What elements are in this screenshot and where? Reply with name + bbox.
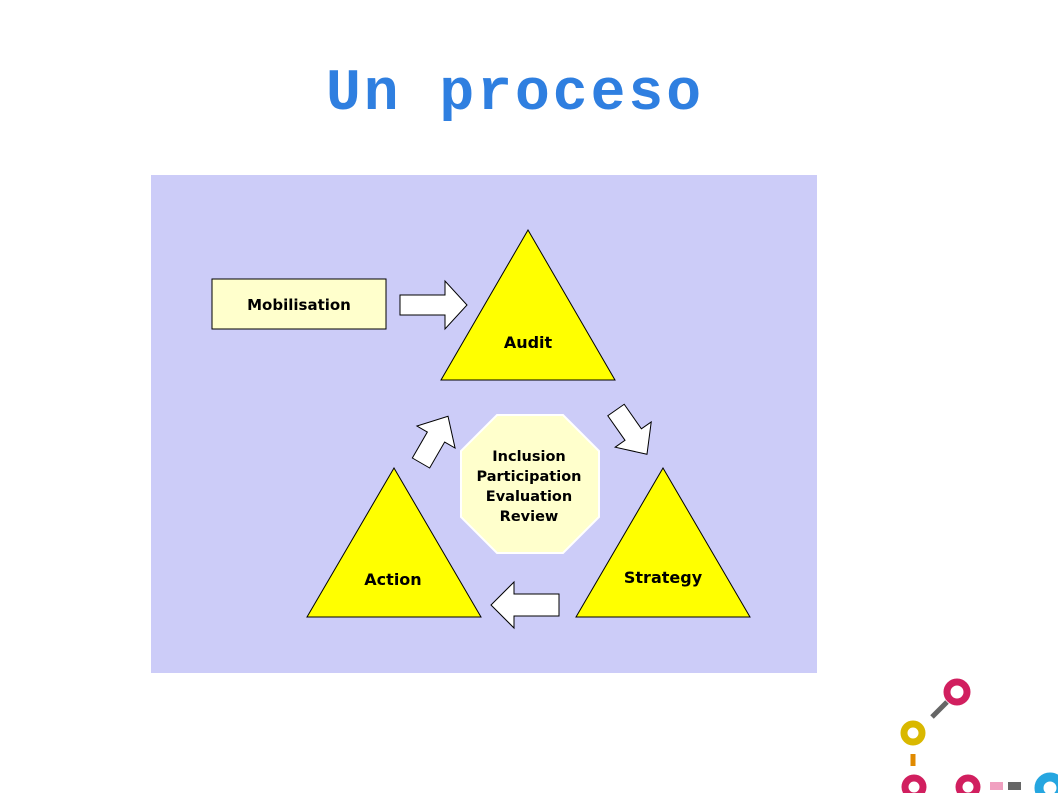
corner-logo	[900, 678, 1058, 793]
process-diagram: Mobilisation Audit Strategy Action Inclu…	[151, 175, 817, 673]
logo-ring-bottom-right	[1034, 772, 1058, 793]
arrow-audit-to-strategy	[607, 403, 652, 455]
audit-label: Audit	[504, 333, 553, 352]
logo-dash-grey	[1008, 782, 1021, 790]
action-label: Action	[364, 570, 421, 589]
logo-ring-bottom-left	[901, 774, 927, 793]
arrow-strategy-to-action	[490, 580, 560, 630]
mobilisation-label: Mobilisation	[247, 296, 351, 314]
strategy-triangle	[575, 467, 751, 618]
center-label-evaluation: Evaluation	[486, 489, 572, 505]
action-triangle	[306, 467, 482, 618]
logo-dash-pink	[990, 782, 1003, 790]
center-octagon	[460, 414, 600, 554]
arrow-action-to-audit	[411, 415, 456, 469]
logo-ring-top	[943, 678, 971, 706]
logo-connector	[930, 700, 949, 719]
center-label-review: Review	[500, 509, 559, 525]
arrow-mobilisation-to-audit	[399, 279, 468, 331]
logo-ring-bottom-middle	[955, 774, 981, 793]
slide-title: Un proceso	[325, 62, 705, 127]
mobilisation-box	[211, 278, 387, 330]
logo-ring-middle	[900, 720, 926, 746]
center-label-participation: Participation	[477, 469, 582, 485]
strategy-label: Strategy	[624, 568, 703, 587]
audit-triangle	[440, 229, 616, 381]
center-label-inclusion: Inclusion	[492, 449, 566, 465]
